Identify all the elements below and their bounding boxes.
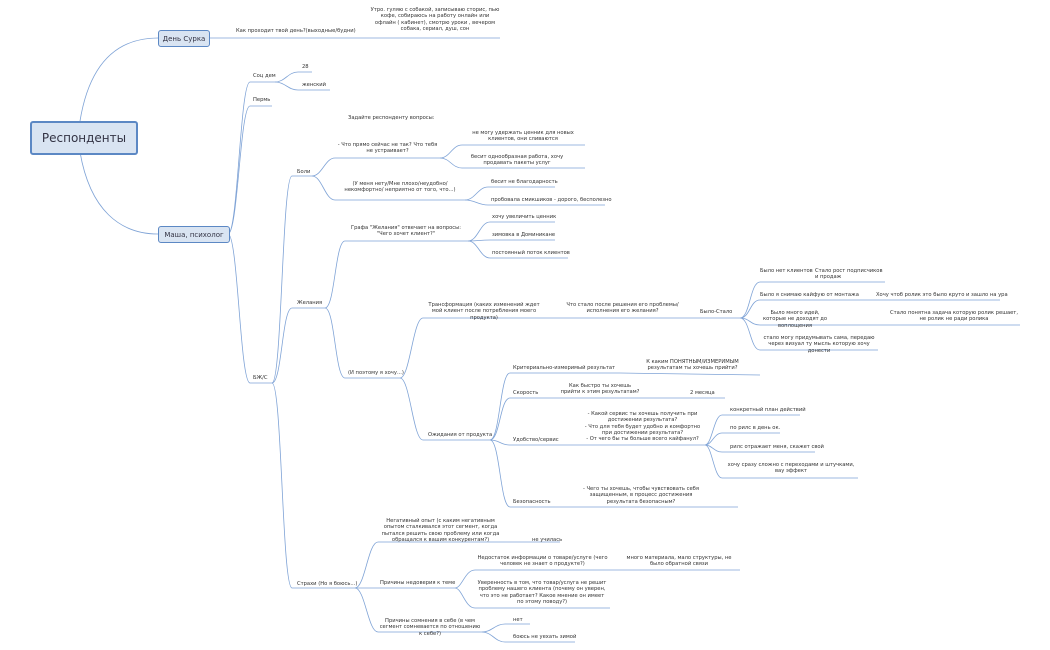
- kriterialno-node[interactable]: Критериально-измеримый результат: [513, 365, 616, 371]
- zhelaniya-grafa[interactable]: Графа "Желания" отвечает на вопросы: "Че…: [350, 225, 462, 238]
- nedoverie-question-2[interactable]: Уверенность в том, что товар/услуга не р…: [477, 580, 607, 605]
- zhelanie-3[interactable]: постоянный поток клиентов: [492, 250, 570, 256]
- transformaciya-node[interactable]: Трансформация (каких изменений ждет мой …: [428, 302, 540, 321]
- bylo-stalo-node[interactable]: Было-Стало: [700, 309, 733, 315]
- chto-stalo-node[interactable]: Что стало после решения его проблемы/ ис…: [566, 302, 679, 315]
- nedoverie-node[interactable]: Причины недоверия к теме: [380, 580, 456, 586]
- bs3-bylo[interactable]: Было много идей, которые не доходят до в…: [762, 310, 828, 329]
- boli-node[interactable]: Боли: [297, 169, 311, 175]
- strahi-negative-experience[interactable]: Негативный опыт (с каким негативным опыт…: [381, 518, 500, 543]
- city-node[interactable]: Пермь: [253, 97, 271, 103]
- zhelanie-2[interactable]: зимовка в Доминикане: [492, 232, 556, 238]
- nedoverie-question-1[interactable]: Недостаток информации о товаре/услуге (ч…: [477, 555, 608, 568]
- strahi-negative-answer[interactable]: не училась: [532, 537, 563, 543]
- skorost-question[interactable]: Как быстро ты хочешь прийти к этим резул…: [560, 383, 640, 396]
- root-node[interactable]: Респонденты: [30, 121, 138, 155]
- nedoverie-q1-answer[interactable]: много материала, мало структуры, не было…: [626, 555, 732, 568]
- zhelanie-1[interactable]: хочу увеличить ценник: [492, 214, 557, 220]
- bs1-stalo[interactable]: Стало рост подписчиков и продаж: [815, 268, 883, 281]
- kriterialno-question[interactable]: К каким ПОНЯТНЫМ/ИЗМЕРИМЫМ результатам т…: [646, 359, 739, 372]
- skorost-node[interactable]: Скорость: [513, 390, 539, 396]
- boli-q2-answer-2[interactable]: пробовала смикшиков - дорого, бесполезно: [491, 197, 612, 203]
- den-surka-answer[interactable]: Утро. гуляю с собакой, записываю сторис,…: [370, 7, 500, 32]
- age-node[interactable]: 28: [302, 64, 309, 70]
- somnenie-answer-2[interactable]: боюсь не уехать зимой: [513, 634, 577, 640]
- soc-dem-node[interactable]: Соц дем: [253, 73, 276, 79]
- branch-masha[interactable]: Маша, психолог: [158, 226, 230, 243]
- boli-question-1[interactable]: - Что прямо сейчас не так? Что тебя не у…: [337, 142, 438, 155]
- boli-q2-answer-1[interactable]: бесит не благодарность: [491, 179, 558, 185]
- bs3-stalo[interactable]: Стало понятна задача которую ролик решае…: [890, 310, 1018, 323]
- udobstvo-node[interactable]: Удобство/сервис: [513, 437, 559, 443]
- somnenie-answer-1[interactable]: нет: [513, 617, 523, 623]
- bs1-bylo[interactable]: Было нет клиентов: [760, 268, 813, 274]
- boli-q1-answer-1[interactable]: не могу удержать ценник для новых клиент…: [472, 130, 574, 143]
- udobstvo-answer-2[interactable]: по рилс в день ок.: [730, 425, 781, 431]
- udobstvo-answer-1[interactable]: конкретный план действий: [730, 407, 806, 413]
- strahi-node[interactable]: Страхи (Но я боюсь...): [297, 581, 358, 587]
- skorost-answer[interactable]: 2 месяца: [690, 390, 715, 396]
- den-surka-question[interactable]: Как проходит твой день?(выходные/будни): [236, 28, 356, 34]
- somnenie-node[interactable]: Причины сомнения в себе (в чем сегмент с…: [379, 618, 481, 637]
- boli-q1-answer-2[interactable]: бесит однообразная работа, хочу продават…: [470, 154, 564, 167]
- i-poetomu-node[interactable]: (И поэтому я хочу...): [348, 370, 404, 376]
- udobstvo-question[interactable]: - Какой сервис ты хочешь получить при до…: [584, 411, 701, 443]
- zhelaniya-node[interactable]: Желания: [297, 300, 323, 306]
- udobstvo-answer-4[interactable]: хочу сразу сложно с переходами и штучкам…: [727, 462, 855, 475]
- bs2-stalo[interactable]: Хочу чтоб ролик это было круто и зашло н…: [876, 292, 1008, 298]
- ozhidaniya-node[interactable]: Ожидания от продукта: [428, 432, 493, 438]
- gender-node[interactable]: женский: [302, 82, 326, 88]
- udobstvo-answer-3[interactable]: рилс отражает меня, скажет свой: [730, 444, 824, 450]
- bzhs-node[interactable]: БЖ/С: [253, 375, 268, 381]
- intro-note: Задайте респонденту вопросы:: [348, 115, 435, 121]
- bezopasnost-question[interactable]: - Чего ты хочешь, чтобы чувствовать себя…: [582, 486, 699, 505]
- boli-question-2[interactable]: (У меня нету/Мне плохо/неудобно/некомфор…: [344, 181, 456, 194]
- bezopasnost-node[interactable]: Безопасность: [513, 499, 551, 505]
- bs2-bylo[interactable]: Было я снимаю кайфую от монтажа: [760, 292, 859, 298]
- branch-den-surka[interactable]: День Сурка: [158, 30, 210, 47]
- bs4-node[interactable]: стало могу придумывать сама, передаю чер…: [763, 335, 875, 354]
